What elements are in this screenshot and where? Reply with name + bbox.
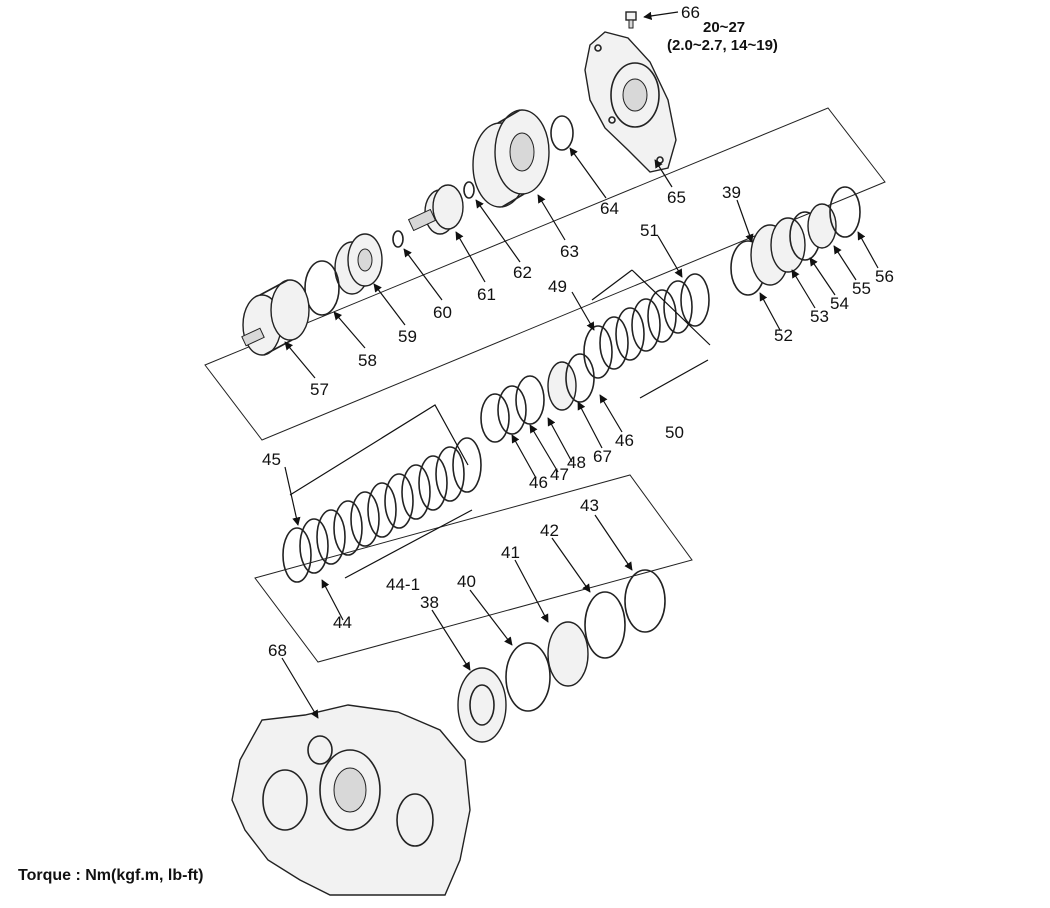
torque-spec-detail: (2.0~2.7, 14~19) (667, 37, 778, 54)
callout-61: 61 (477, 285, 496, 304)
transaxle-case-68 (231, 704, 471, 896)
callout-55: 55 (852, 279, 871, 298)
o-ring-62 (463, 181, 475, 199)
callout-46-lower: 46 (529, 473, 548, 492)
callout-38: 38 (420, 593, 439, 612)
callout-44-1: 44-1 (386, 575, 420, 594)
ring-set-46-48-67 (480, 353, 595, 443)
o-ring-60 (392, 230, 404, 248)
callout-49: 49 (548, 277, 567, 296)
leader-lines (281, 11, 879, 719)
plate-pack-brackets (289, 269, 711, 579)
callout-60: 60 (433, 303, 452, 322)
hub-59 (334, 233, 383, 295)
callout-labels: 66 65 64 63 62 61 60 59 58 57 39 56 55 5… (18, 3, 894, 884)
callout-41: 41 (501, 543, 520, 562)
callout-48: 48 (567, 453, 586, 472)
callout-62: 62 (513, 263, 532, 282)
callout-65: 65 (667, 188, 686, 207)
torque-spec-range: 20~27 (703, 19, 745, 36)
callout-66: 66 (681, 3, 700, 22)
clutch-pack-49-51 (583, 273, 710, 379)
callout-64: 64 (600, 199, 619, 218)
clutch-drum-63 (472, 109, 550, 208)
upper-group-frame (204, 107, 886, 441)
callout-40: 40 (457, 572, 476, 591)
seal-set-38-43 (457, 569, 666, 743)
snap-ring-58 (304, 260, 340, 316)
callout-52: 52 (774, 326, 793, 345)
callout-68: 68 (268, 641, 287, 660)
callout-57: 57 (310, 380, 329, 399)
bolt-66 (625, 11, 637, 29)
piston-group-52-56 (730, 186, 861, 296)
drum-57 (241, 279, 310, 356)
callout-42: 42 (540, 521, 559, 540)
callout-56: 56 (875, 267, 894, 286)
callout-46-upper: 46 (615, 431, 634, 450)
callout-53: 53 (810, 307, 829, 326)
callout-43: 43 (580, 496, 599, 515)
callout-39: 39 (722, 183, 741, 202)
callout-59: 59 (398, 327, 417, 346)
hub-61 (407, 184, 464, 235)
lower-group-frame (254, 474, 693, 663)
callout-54: 54 (830, 294, 849, 313)
callout-45: 45 (262, 450, 281, 469)
callout-58: 58 (358, 351, 377, 370)
callout-51: 51 (640, 221, 659, 240)
rear-cover-65 (584, 31, 677, 173)
clutch-pack-44-45 (282, 437, 482, 583)
callout-67: 67 (593, 447, 612, 466)
callout-50: 50 (665, 423, 684, 442)
torque-units-note: Torque : Nm(kgf.m, lb-ft) (18, 867, 203, 884)
callout-63: 63 (560, 242, 579, 261)
callout-47: 47 (550, 465, 569, 484)
seal-ring-64 (550, 115, 574, 151)
callout-44: 44 (333, 613, 352, 632)
